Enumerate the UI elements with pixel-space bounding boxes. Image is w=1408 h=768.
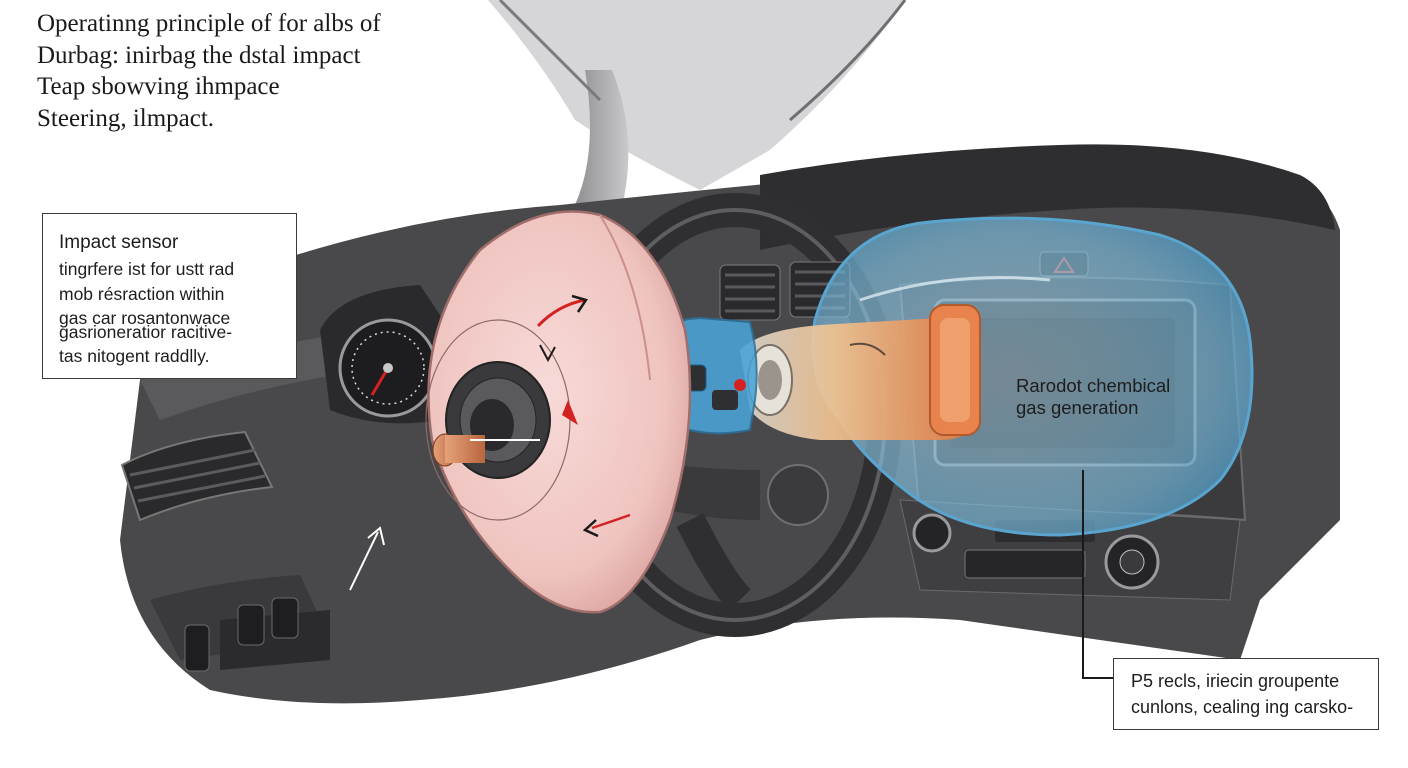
- gas-label-line: Rarodot chembical: [1016, 375, 1171, 396]
- callout-line: gas car rosantonwace: [59, 308, 231, 328]
- diagram-title: Operatinng principle of for albs of Durb…: [37, 8, 507, 134]
- instrument-cluster: [320, 285, 450, 424]
- title-line: Teap sbowving ihmpace: [37, 73, 280, 100]
- gas-label-line: gas generation: [1016, 397, 1139, 418]
- gas-generation-label: Rarodot chembical gas generation: [1016, 375, 1170, 419]
- callout-line: cunlons, cealing ing carsko-: [1131, 697, 1354, 717]
- title-line: Steering, ilmpact.: [37, 104, 215, 132]
- callout-line: P5 recls, iriecin groupente: [1131, 671, 1340, 691]
- callout-line: tas nitogent raddlly.: [59, 346, 210, 366]
- gas-inflator: [740, 304, 981, 440]
- callout-line: mob résraction within: [59, 284, 225, 304]
- callout-line: tingrfere ist for ustt rad: [59, 259, 235, 279]
- title-line: Durbag: inirbag the dstal impact: [37, 41, 361, 69]
- left-air-vent: [120, 430, 274, 522]
- deflating-airbag: [425, 210, 692, 614]
- title-line: Operatinng principle of for albs of: [37, 10, 381, 37]
- inflating-airbag: [811, 216, 1254, 537]
- windshield-pillar: [488, 0, 907, 215]
- callout-heading: Impact sensor: [59, 232, 179, 253]
- callout-leader-line: [1082, 470, 1113, 679]
- motion-arrows: [349, 294, 631, 591]
- bottom-callout: P5 recls, iriecin groupente cunlons, cea…: [1113, 658, 1379, 730]
- callout-line: gasrioneratior racitive-: [59, 322, 233, 342]
- impact-sensor-callout: Impact sensor tingrfere ist for ustt rad…: [42, 213, 297, 379]
